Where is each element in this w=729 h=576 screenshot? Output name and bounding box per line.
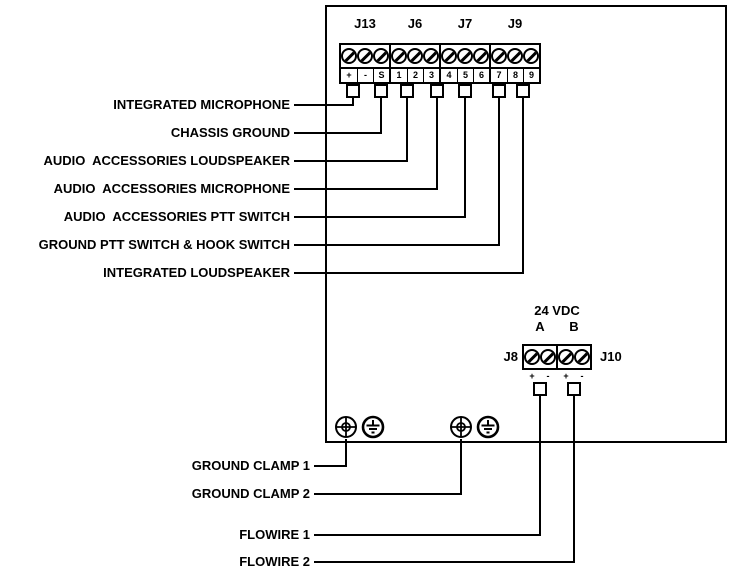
ground-crosshair-icon	[335, 416, 357, 438]
signal-label: GROUND PTT SWITCH & HOOK SWITCH	[38, 237, 290, 252]
wire-tab-flowire-2	[567, 382, 581, 396]
wire-tab-integrated-loudspeaker	[516, 84, 530, 98]
terminal-screw	[558, 346, 574, 368]
connector-label-j7: J7	[457, 16, 473, 31]
wire-tab-chassis-ground	[374, 84, 388, 98]
callout-line	[436, 98, 438, 190]
connector-label-j13: J13	[354, 16, 376, 31]
earth-ground-icon	[476, 415, 500, 439]
connector-group-j6: 1 2 3	[391, 45, 441, 82]
power-channel-b	[558, 346, 590, 368]
callout-line	[498, 98, 500, 246]
channel-a-label: A	[535, 319, 545, 334]
polarity-mark: -	[546, 371, 550, 381]
terminal-number: 1	[396, 70, 402, 80]
terminal-number: 2	[407, 69, 423, 82]
callout-line	[522, 98, 524, 274]
terminal-screw	[373, 45, 389, 67]
terminal-number: 5	[457, 69, 473, 82]
ground-clamp-1-label: GROUND CLAMP 1	[191, 458, 310, 473]
callout-line	[380, 98, 382, 134]
connector-label-j9: J9	[507, 16, 523, 31]
terminal-screw	[507, 45, 523, 67]
connector-group-j13: + - S	[341, 45, 391, 82]
connector-label-j10: J10	[600, 349, 622, 364]
power-title: 24 VDC	[534, 303, 580, 318]
polarity-mark: -	[580, 371, 584, 381]
terminal-screw	[491, 45, 507, 67]
callout-line	[464, 98, 466, 218]
terminal-number: 9	[523, 69, 539, 82]
terminal-strip: + - S 1 2 3 4	[339, 43, 541, 84]
ground-crosshair-icon	[450, 416, 472, 438]
callout-line	[460, 439, 462, 495]
connector-group-j9: 7 8 9	[491, 45, 539, 82]
wire-tab-integrated-microphone	[346, 84, 360, 98]
terminal-screw	[341, 45, 357, 67]
flowire-1-label: FLOWIRE 1	[239, 527, 310, 542]
callout-line	[345, 439, 347, 467]
signal-label: AUDIO ACCESSORIES PTT SWITCH	[63, 209, 290, 224]
callout-line	[314, 493, 462, 495]
callout-line	[294, 272, 523, 274]
callout-line	[314, 561, 575, 563]
wire-tab-accessories-microphone	[430, 84, 444, 98]
terminal-screw	[540, 346, 556, 368]
wire-tab-accessories-loudspeaker	[400, 84, 414, 98]
callout-line	[294, 244, 499, 246]
terminal-number: 6	[473, 69, 489, 82]
callout-line	[314, 465, 347, 467]
terminal-number: 7	[496, 70, 502, 80]
callout-line	[573, 396, 575, 563]
polarity-mark: +	[563, 371, 569, 381]
terminal-screw	[441, 45, 457, 67]
callout-line	[294, 216, 465, 218]
terminal-number: 4	[446, 70, 452, 80]
callout-line	[539, 396, 541, 536]
callout-line	[314, 534, 541, 536]
signal-label: AUDIO ACCESSORIES LOUDSPEAKER	[43, 153, 290, 168]
terminal-screw	[357, 45, 373, 67]
power-channel-a	[524, 346, 558, 368]
terminal-number: +	[346, 70, 352, 80]
ground-clamp-2-label: GROUND CLAMP 2	[191, 486, 310, 501]
callout-line	[294, 160, 407, 162]
terminal-screw	[407, 45, 423, 67]
callout-line	[294, 132, 381, 134]
polarity-mark: +	[529, 371, 535, 381]
terminal-screw	[457, 45, 473, 67]
earth-ground-icon	[361, 415, 385, 439]
signal-label: INTEGRATED MICROPHONE	[113, 97, 290, 112]
connector-label-j8: J8	[503, 349, 518, 364]
signal-label: INTEGRATED LOUDSPEAKER	[103, 265, 290, 280]
connector-group-j7: 4 5 6	[441, 45, 491, 82]
wire-tab-accessories-ptt	[458, 84, 472, 98]
flowire-2-label: FLOWIRE 2	[239, 554, 310, 569]
terminal-screw	[423, 45, 439, 67]
terminal-screw	[524, 346, 540, 368]
wire-tab-ground-ptt-hook	[492, 84, 506, 98]
callout-line	[294, 104, 353, 106]
power-terminal-block	[522, 344, 592, 370]
signal-label: CHASSIS GROUND	[170, 125, 290, 140]
callout-line	[294, 188, 437, 190]
channel-b-label: B	[569, 319, 579, 334]
terminal-screw	[391, 45, 407, 67]
callout-line	[406, 98, 408, 162]
terminal-number: 8	[507, 69, 523, 82]
terminal-number: -	[357, 69, 373, 82]
terminal-screw	[574, 346, 590, 368]
terminal-screw	[473, 45, 489, 67]
terminal-number: S	[373, 69, 389, 82]
wire-tab-flowire-1	[533, 382, 547, 396]
terminal-screw	[523, 45, 539, 67]
signal-label: AUDIO ACCESSORIES MICROPHONE	[53, 181, 290, 196]
connector-label-j6: J6	[407, 16, 423, 31]
terminal-number: 3	[423, 69, 439, 82]
callout-line	[352, 98, 354, 106]
